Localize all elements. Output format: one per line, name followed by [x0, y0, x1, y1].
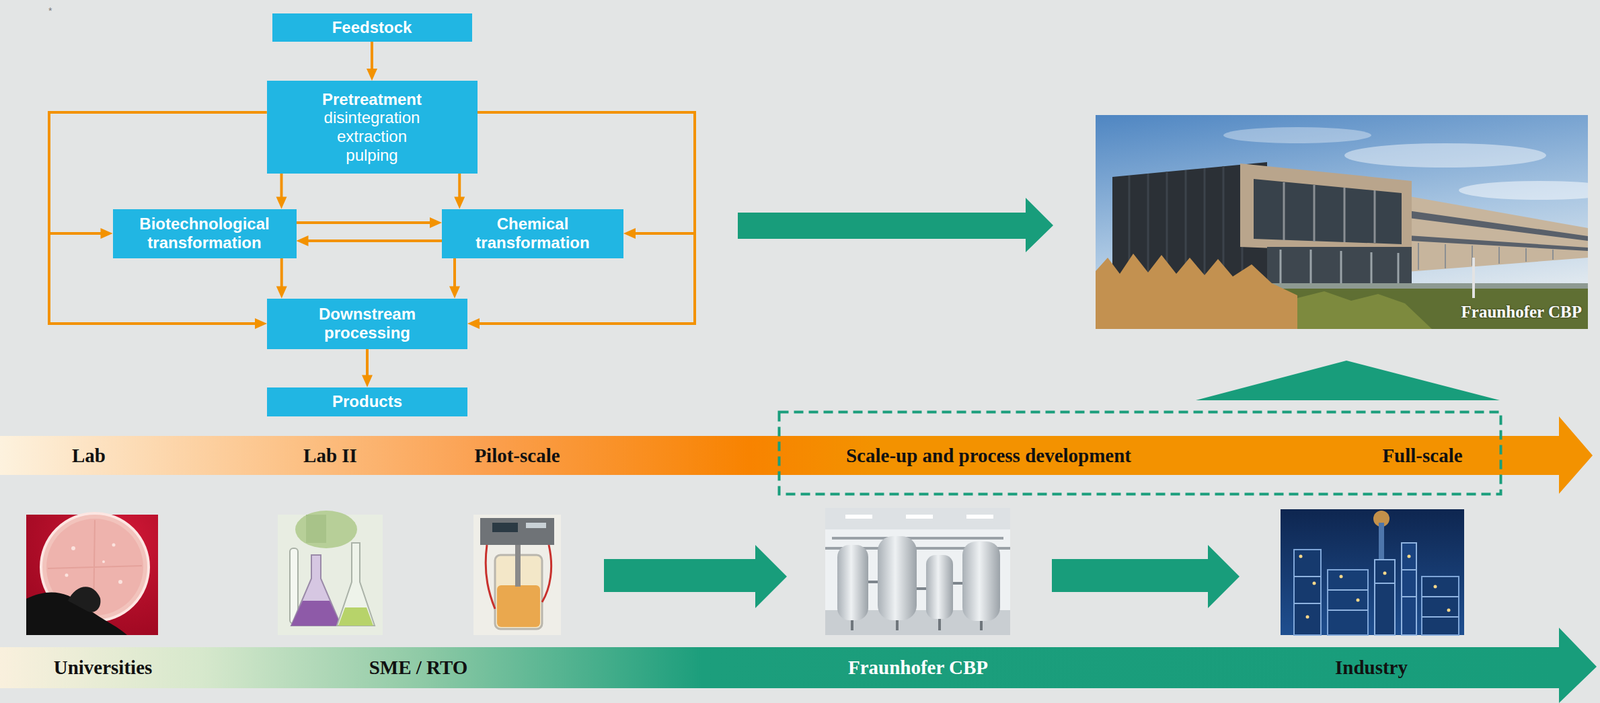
band-arrow	[0, 416, 1593, 494]
photo-caption: Fraunhofer CBP	[1461, 302, 1582, 322]
arrow-head	[276, 197, 288, 210]
flow-connector	[361, 349, 373, 388]
box-title: Products	[332, 392, 403, 411]
bioreactor-photo	[473, 514, 561, 635]
connector-line	[458, 173, 461, 199]
connector-line	[365, 349, 369, 377]
process-box: Downstream processing	[267, 298, 468, 350]
connector-line	[307, 239, 443, 243]
connector-line	[280, 173, 284, 199]
arrow-head	[449, 286, 461, 299]
process-box: Biotechnological transformation	[112, 209, 297, 259]
flow-connector	[449, 258, 461, 299]
band-label: Fraunhofer CBP	[848, 656, 988, 679]
box-title: Pretreatment	[322, 90, 422, 109]
transfer-arrow	[603, 544, 787, 608]
process-box: Chemical transformation	[441, 209, 624, 259]
arrow-head	[296, 235, 309, 247]
pilot-plant-photo	[825, 507, 1011, 635]
stage-band: Lab Lab II Pilot-scale Scale-up and process…	[0, 416, 1593, 494]
box-body: disintegration extraction pulping	[324, 108, 421, 165]
process-box: Feedstock	[272, 13, 473, 42]
flow-connector	[276, 173, 288, 210]
transfer-arrow	[1051, 544, 1240, 608]
process-box: Pretreatmentdisintegration extraction pu…	[267, 80, 478, 174]
box-title: Feedstock	[332, 18, 413, 37]
connector-line	[453, 258, 456, 288]
arrow-head	[467, 318, 480, 329]
footnote-mark: *	[48, 5, 52, 17]
arrow-head	[276, 286, 288, 299]
box-title: Biotechnological transformation	[127, 214, 282, 252]
flow-connector	[296, 217, 443, 228]
connector-line	[280, 258, 284, 288]
connector-line	[370, 41, 374, 70]
box-title: Downstream processing	[299, 304, 435, 342]
band-label: Industry	[1335, 656, 1408, 679]
arrow-head	[361, 375, 373, 388]
flow-connector	[366, 41, 378, 81]
building-photo	[1095, 115, 1588, 329]
transfer-arrow	[737, 197, 1054, 253]
flow-connector	[453, 173, 465, 210]
band-label: Universities	[53, 656, 153, 679]
band-label: Lab	[71, 444, 106, 467]
box-title: Chemical transformation	[455, 214, 611, 252]
band-label: Scale-up and process development	[846, 444, 1132, 467]
arrow-head	[453, 197, 465, 210]
band-label: SME / RTO	[369, 656, 469, 679]
band-label: Full-scale	[1382, 444, 1463, 467]
process-box: Products	[267, 387, 468, 417]
arrow-head	[429, 217, 442, 228]
band-label: Pilot-scale	[474, 444, 560, 467]
band-label: Lab II	[303, 444, 358, 467]
arrow-head	[366, 68, 378, 81]
arrow-head	[100, 227, 113, 239]
actor-band: Universities SME / RTO Fraunhofer CBP Indus…	[0, 627, 1600, 703]
petri-dish-photo	[26, 513, 159, 635]
flow-connector	[296, 235, 443, 247]
connector-line	[296, 221, 432, 224]
arrow-head	[254, 318, 268, 329]
flask-photo	[277, 510, 383, 635]
arrow-head	[623, 227, 636, 239]
refinery-photo	[1280, 509, 1465, 635]
pointer-triangle	[1195, 360, 1500, 401]
flow-connector	[276, 258, 288, 299]
